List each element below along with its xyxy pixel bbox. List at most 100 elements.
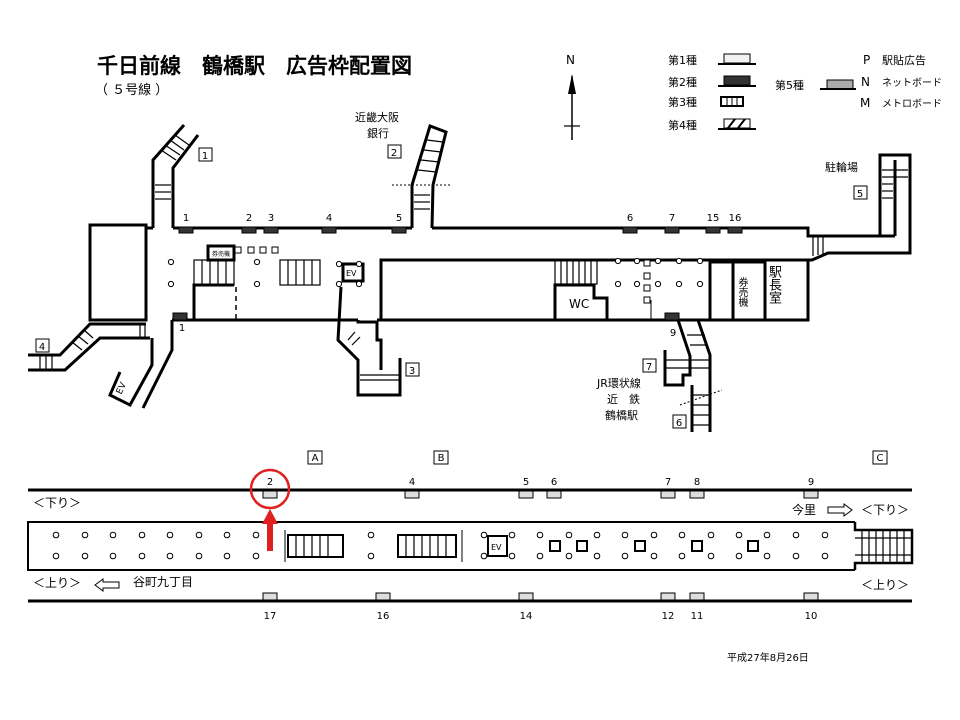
pillar (621, 552, 629, 560)
platform-board (689, 592, 705, 601)
platform-ev-label: EV (491, 543, 502, 552)
pillar (735, 552, 743, 560)
legend-type2-label: 第2種 (668, 75, 697, 89)
pillar (614, 280, 622, 288)
type2-board-icon (718, 75, 756, 87)
platform-board-number: 12 (662, 611, 675, 622)
legend: 第1種 第2種 第3種 第4種 第5種 P 駅貼広告 N ネットボード M メト… (668, 53, 942, 132)
date-label: 平成27年8月26日 (727, 651, 809, 664)
ticket-machine-small-label: 券売機 (212, 250, 230, 258)
pillar (252, 552, 260, 560)
platform: EV ＜下り＞ ＜上り＞ 谷町九丁目 今里 ＜下り＞ ＜上り＞ (27, 488, 914, 603)
pillar (195, 552, 203, 560)
pillar (223, 552, 231, 560)
exit-number-box (642, 358, 657, 373)
pillar-square (259, 246, 267, 254)
pillar (654, 257, 662, 265)
pillar (138, 552, 146, 560)
pillar (166, 552, 174, 560)
pillar (480, 531, 488, 539)
down-destination: 今里 (792, 502, 816, 517)
pillar-square (643, 284, 651, 292)
up-destination: 谷町九丁目 (133, 575, 193, 589)
pillar (109, 552, 117, 560)
concourse-board-number: 15 (707, 213, 720, 224)
pillar (792, 552, 800, 560)
concourse-board (622, 226, 638, 234)
pillar (593, 531, 601, 539)
section-marker-box (872, 450, 888, 465)
pillar (650, 531, 658, 539)
exit-number: 2 (391, 148, 397, 159)
platform-board (262, 592, 278, 601)
pillar (52, 531, 60, 539)
wc-label: WC (569, 297, 589, 311)
pillar-square (576, 540, 588, 552)
type5-board-icon (820, 79, 856, 90)
legend-type5-label: 第5種 (775, 78, 804, 92)
platform-board-number: 6 (551, 477, 557, 488)
pillar (81, 552, 89, 560)
pillar-square (643, 272, 651, 280)
concourse-board-number: 7 (669, 213, 675, 224)
jr-label-2: 近 鉄 (607, 392, 640, 406)
pillar (335, 280, 343, 288)
pillar (678, 531, 686, 539)
exit-number-box (35, 338, 50, 353)
pillar (223, 531, 231, 539)
pillar (508, 552, 516, 560)
pillar (253, 280, 261, 288)
concourse-board-number: 9 (670, 328, 676, 339)
platform-board (375, 592, 391, 601)
ev-label-center: EV (346, 269, 357, 278)
pillar (52, 552, 60, 560)
exit-number: 4 (39, 342, 45, 353)
escalator-1 (284, 530, 344, 562)
platform-board-number: 7 (665, 477, 671, 488)
pillar (821, 552, 829, 560)
legend-code-n: N (861, 75, 870, 89)
section-marker-box (307, 450, 323, 465)
pillar (81, 531, 89, 539)
up-arrow-icon (262, 509, 278, 551)
platform-board-number: 11 (691, 611, 704, 622)
pillar-square (643, 296, 651, 304)
pillar (138, 531, 146, 539)
pillar (675, 257, 683, 265)
pillar (633, 280, 641, 288)
exit-number: 1 (202, 151, 208, 162)
pillar-square (747, 540, 759, 552)
pillar-square (691, 540, 703, 552)
pillar-square (643, 259, 651, 267)
legend-type4-label: 第4種 (668, 118, 697, 132)
left-arrow-icon (94, 578, 120, 592)
platform-board (518, 592, 534, 601)
pillar (536, 531, 544, 539)
platform-board-number: 17 (264, 611, 277, 622)
north-arrow-icon: N (564, 53, 580, 140)
platform-board-number: 4 (409, 477, 415, 488)
pillar (335, 260, 343, 268)
type4-board-icon (718, 118, 756, 130)
concourse-labels: 近畿大阪 銀行 駐輪場 JR環状線 近 鉄 鶴橋駅 (355, 110, 858, 422)
pillar (565, 552, 573, 560)
pillar (696, 280, 704, 288)
platform-board (660, 592, 676, 601)
concourse-board-number: 16 (729, 213, 742, 224)
concourse-board (705, 226, 721, 234)
exit-number-box (198, 147, 213, 162)
pillar (508, 531, 516, 539)
platform-board (404, 490, 420, 499)
pillar (792, 531, 800, 539)
pillar (593, 552, 601, 560)
legend-code-n-label: ネットボード (882, 77, 942, 89)
concourse-board-number: 6 (627, 213, 633, 224)
pillar (195, 531, 203, 539)
platform-stairs-right (855, 530, 912, 563)
exit-number-box (405, 362, 420, 377)
platform-board (803, 490, 819, 499)
up-label-right: ＜上り＞ (861, 578, 909, 592)
pillar (565, 531, 573, 539)
